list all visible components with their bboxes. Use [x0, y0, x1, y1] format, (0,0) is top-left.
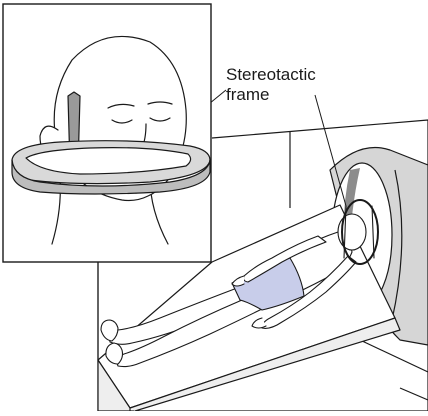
callout-label-line1: Stereotactic: [226, 65, 316, 85]
callout-label-line2: frame: [226, 85, 316, 105]
inset-panel: [3, 4, 211, 262]
callout-label: Stereotactic frame: [226, 65, 316, 105]
